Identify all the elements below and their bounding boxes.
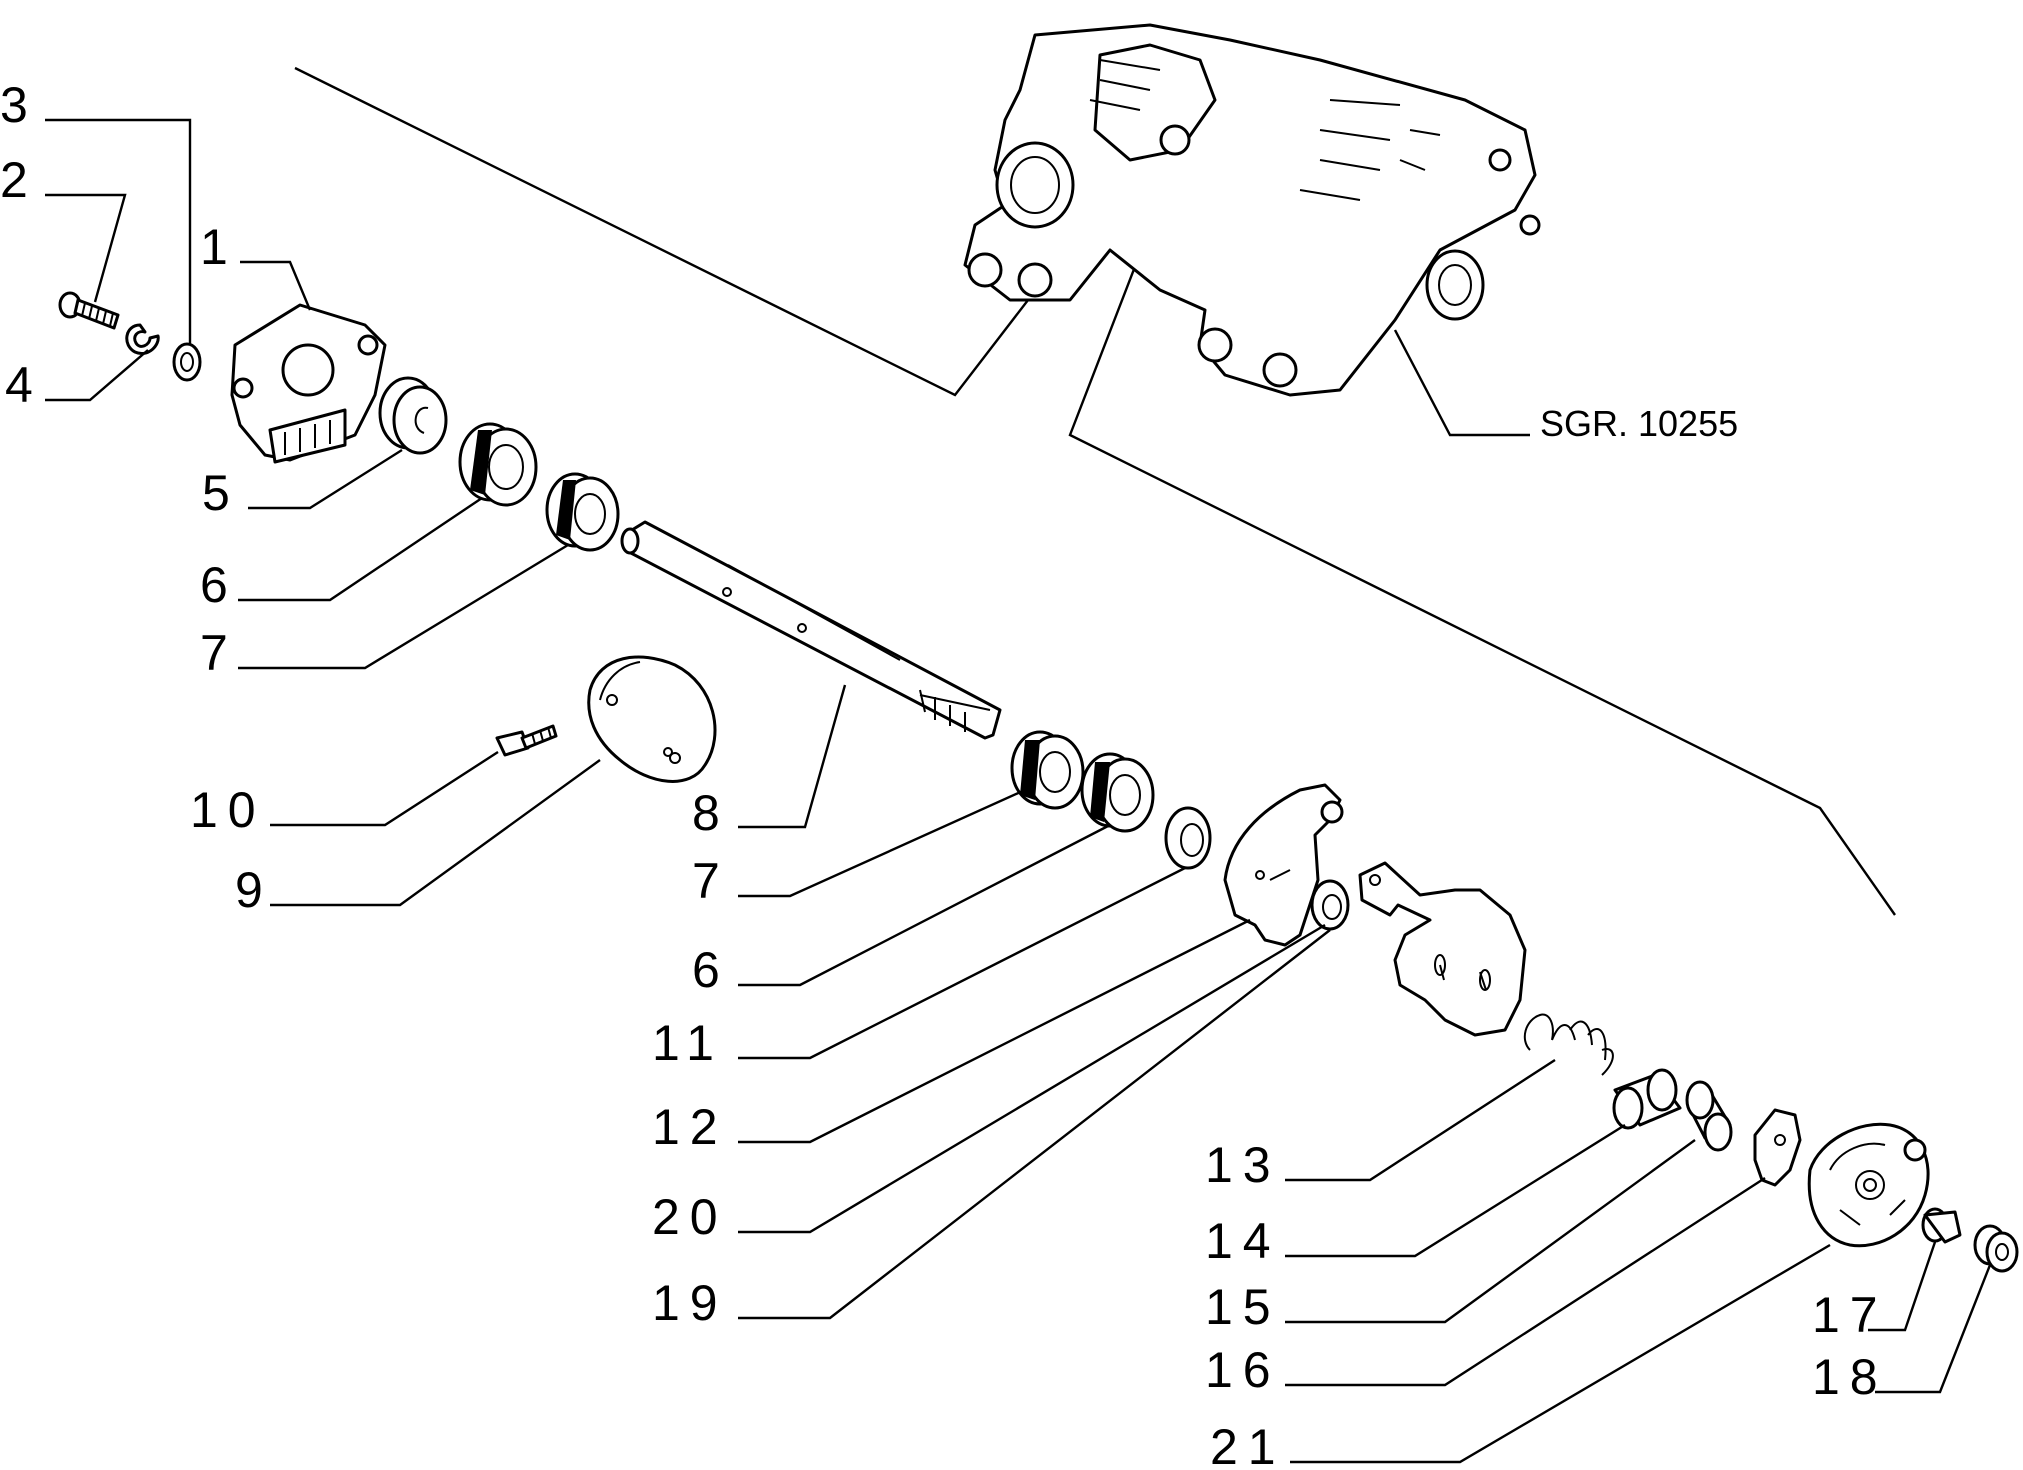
spacer — [1685, 1080, 1733, 1152]
callout-1: 1 — [200, 219, 228, 275]
intake-manifold — [963, 23, 1541, 397]
callout-7b: 7 — [692, 853, 720, 909]
throttle-position-sensor — [230, 303, 387, 464]
small-lever — [1753, 1108, 1802, 1187]
callout-17: 17 — [1812, 1287, 1888, 1343]
seal-ring — [378, 376, 448, 455]
return-spring — [1523, 1013, 1614, 1076]
throttle-shaft — [620, 520, 1002, 740]
callout-4: 4 — [5, 357, 33, 413]
callout-6b: 6 — [692, 942, 720, 998]
cam-pulley — [1807, 1122, 1930, 1248]
callout-13: 13 — [1205, 1137, 1281, 1193]
callout-5: 5 — [202, 465, 230, 521]
cam-bracket — [1358, 861, 1527, 1037]
callout-11: 11 — [652, 1015, 724, 1071]
bearing-upper — [458, 422, 538, 507]
plate-screw — [495, 724, 558, 757]
callout-9: 9 — [235, 862, 263, 918]
bearing-lower-2 — [1080, 752, 1155, 833]
lever-washer — [1310, 879, 1350, 931]
screw — [58, 291, 120, 330]
nut — [1973, 1224, 2019, 1273]
callout-12: 12 — [652, 1099, 728, 1155]
spring-clip — [125, 323, 160, 355]
callout-3: 3 — [0, 77, 28, 133]
leader-lines — [45, 118, 1992, 1464]
washer — [172, 342, 202, 382]
retaining-clip — [1921, 1207, 1962, 1244]
callout-6: 6 — [200, 557, 228, 613]
callout-18: 18 — [1812, 1349, 1888, 1405]
callout-21: 21 — [1210, 1419, 1286, 1470]
callout-16: 16 — [1205, 1342, 1281, 1398]
throttle-plate — [587, 655, 717, 783]
reference-code: SGR. 10255 — [1540, 403, 1738, 444]
callout-numbers: 1 2 3 4 5 6 7 8 7 6 9 10 11 12 13 14 15 … — [0, 77, 1888, 1470]
callout-14: 14 — [1205, 1213, 1281, 1269]
shaft-seal — [1164, 806, 1212, 870]
callout-15: 15 — [1205, 1279, 1281, 1335]
callout-20: 20 — [652, 1189, 728, 1245]
callout-2: 2 — [0, 152, 28, 208]
callout-7: 7 — [200, 625, 228, 681]
bearing-upper-2 — [545, 472, 620, 552]
callout-8: 8 — [692, 785, 720, 841]
callout-19: 19 — [652, 1275, 728, 1331]
throttle-lever — [1223, 783, 1344, 947]
callout-10: 10 — [190, 782, 266, 838]
bearing-lower — [1010, 730, 1085, 810]
bushing — [1612, 1068, 1682, 1130]
